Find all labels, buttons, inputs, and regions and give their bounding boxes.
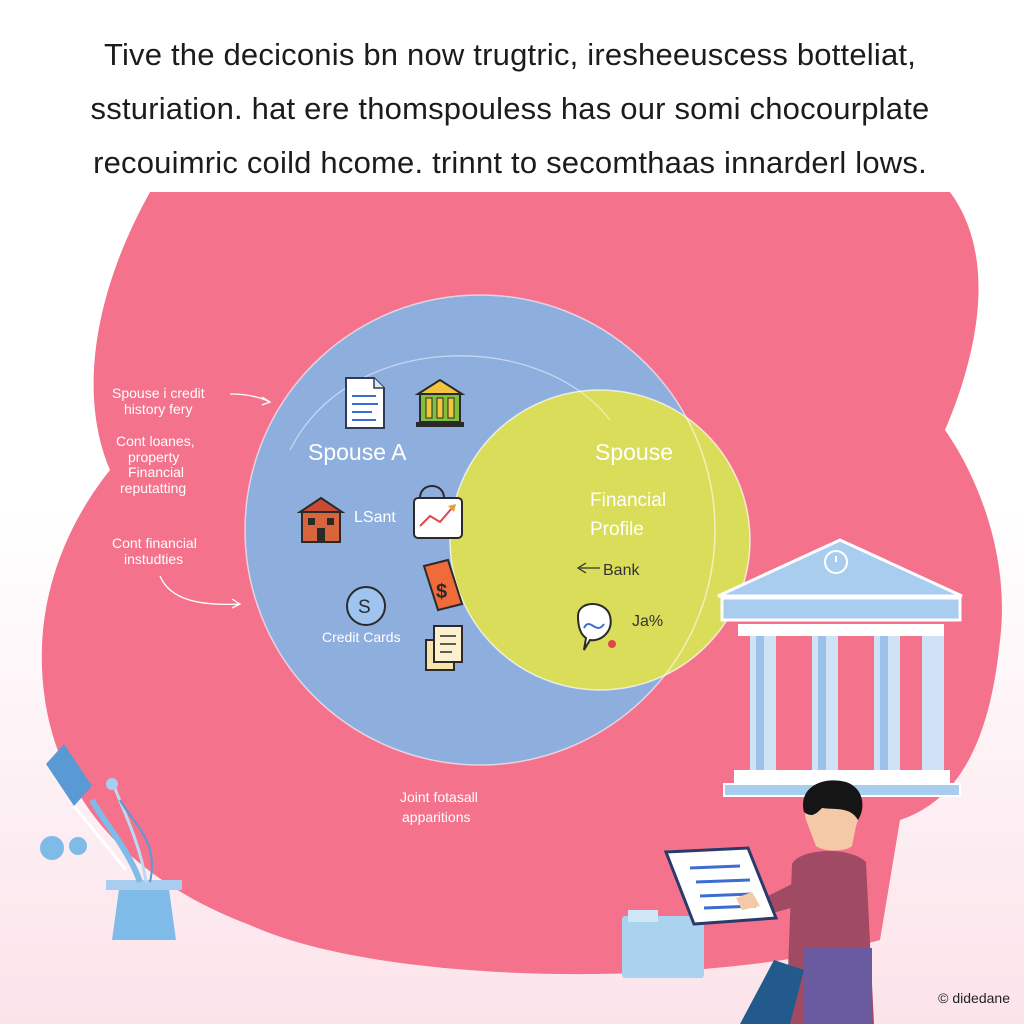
spouse-b-circle [450, 390, 750, 690]
callout-credit-history-line-2: history fery [124, 401, 192, 417]
callout-joint-line-2: apparitions [402, 809, 471, 825]
financial-profile-line-2: Profile [590, 519, 644, 540]
callout-institutions-line-1: Cont financial [112, 535, 197, 551]
spouse-b-label: Spouse [595, 439, 673, 465]
dollar-sign: $ [436, 581, 447, 603]
documents-icon [425, 625, 463, 671]
financial-profile-line-1: Financial [590, 490, 666, 511]
callout-loans-line-1: Cont loanes, [116, 433, 195, 449]
document-icon [345, 377, 385, 429]
chat-bubble-icon [576, 603, 616, 651]
coin-icon: S [346, 586, 386, 626]
callout-loans-line-4: reputatting [120, 480, 186, 496]
bank-label: Bank [603, 562, 640, 579]
person-figure [622, 780, 874, 1024]
credit-cards-label: Credit Cards [322, 629, 401, 645]
spouse-b-outline [449, 389, 751, 691]
callout-loans-line-3: Financial [128, 464, 184, 480]
headline-line-3: recouimric coild hcome. trinnt to secomt… [93, 145, 927, 180]
house-icon [296, 496, 346, 543]
credit-mark: © didedane [938, 990, 1010, 1006]
callout-joint-line-1: Joint fotasall [400, 789, 478, 805]
callout-loans-line-2: property [128, 449, 179, 465]
headline: Tive the deciconis bn now trugtric, ires… [60, 28, 960, 190]
coin-letter: S [358, 597, 371, 618]
callout-arrow-2 [159, 575, 242, 609]
callout-credit-history-line-1: Spouse i credit [112, 385, 205, 401]
bank-building-icon [414, 378, 466, 427]
plant-illustration [40, 744, 182, 940]
spouse-a-label: Spouse A [308, 439, 407, 465]
callout-institutions-line-2: instudties [124, 551, 183, 567]
spouse-a-outline [244, 294, 716, 766]
receipt-icon: $ [422, 558, 464, 612]
inner-arc [289, 355, 611, 451]
shopping-bag-icon [413, 485, 463, 539]
headline-line-1: Tive the deciconis bn now trugtric, ires… [103, 37, 917, 72]
headline-line-2: ssturiation. hat ere thomspouless has ou… [90, 91, 930, 126]
lsant-label: LSant [354, 509, 396, 526]
callout-arrow-1 [229, 393, 272, 406]
bank-arrow [576, 562, 600, 574]
ja-percent-label: Ja% [632, 613, 663, 630]
